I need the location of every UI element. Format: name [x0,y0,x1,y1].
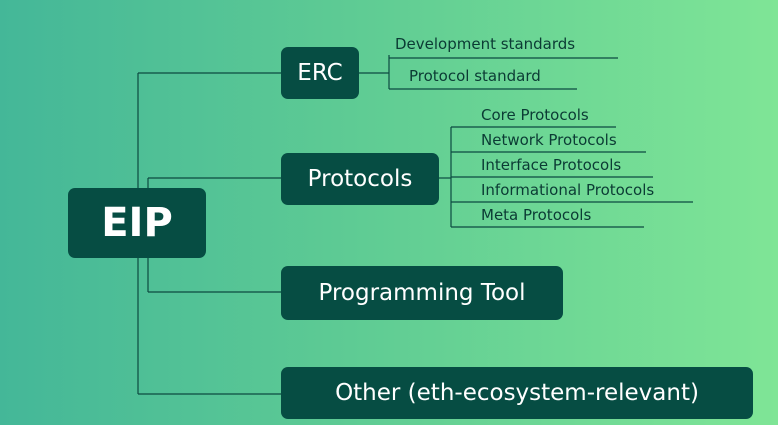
eip-root-label: EIP [101,200,173,246]
protocols-box: Protocols [281,153,439,205]
network-protocols-label: Network Protocols [481,131,617,149]
informational-protocols-label: Informational Protocols [481,181,655,199]
core-protocols-label: Core Protocols [481,106,589,124]
programming-tool-label: Programming Tool [318,279,526,306]
eip-root-box: EIP [68,188,206,258]
erc-box: ERC [281,47,359,99]
interface-protocols-label: Interface Protocols [481,156,622,174]
erc-protocol-standard-label: Protocol standard [409,67,541,85]
erc-label: ERC [297,59,343,86]
programming-tool-box: Programming Tool [281,266,563,320]
other-box: Other (eth-ecosystem-relevant) [281,367,753,419]
erc-development-standards-label: Development standards [395,35,576,53]
protocols-label: Protocols [307,165,413,192]
other-label: Other (eth-ecosystem-relevant) [335,379,699,406]
meta-protocols-label: Meta Protocols [481,206,592,224]
